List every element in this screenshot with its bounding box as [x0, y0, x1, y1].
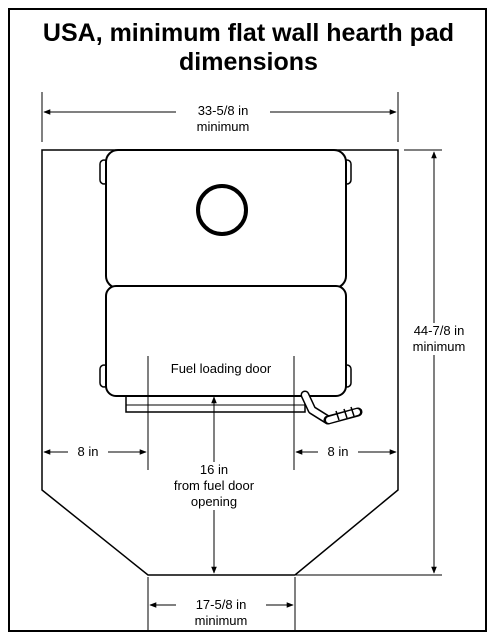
- bottom-width-label: 17-5/8 in minimum: [176, 597, 266, 629]
- flue-collar: [196, 184, 248, 236]
- figure-title: USA, minimum flat wall hearth pad dimens…: [42, 19, 455, 76]
- right-side-label: 8 in: [318, 444, 358, 460]
- front-label: 16 in from fuel door opening: [164, 462, 264, 510]
- figure-border: [8, 8, 487, 632]
- door-handle: [300, 390, 363, 425]
- hearth-pad-outline: [41, 149, 399, 576]
- top-width-label: 33-5/8 in minimum: [176, 103, 270, 135]
- stove-front: [105, 285, 347, 397]
- height-label: 44-7/8 in minimum: [404, 323, 474, 355]
- left-side-label: 8 in: [68, 444, 108, 460]
- fuel-door-label: Fuel loading door: [149, 361, 293, 377]
- stove-top: [105, 149, 347, 289]
